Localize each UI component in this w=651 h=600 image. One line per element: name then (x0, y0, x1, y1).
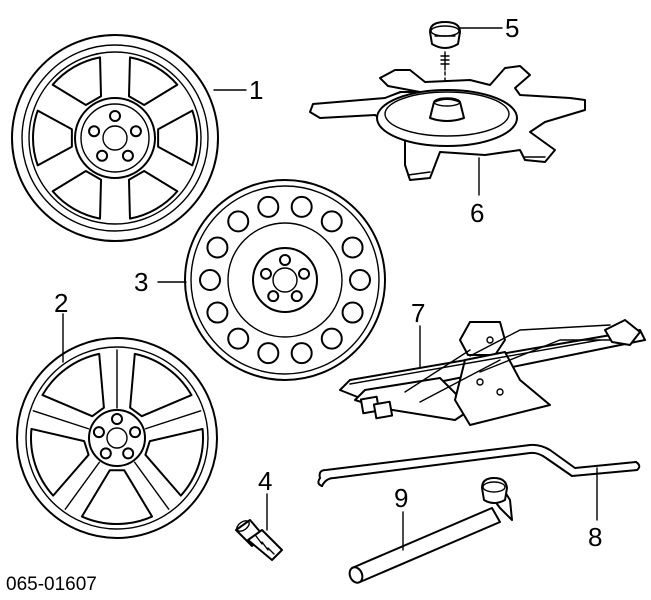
tire-carrier-part-6 (309, 65, 586, 181)
valve-stem-part-4 (235, 519, 283, 561)
alloy-wheel-part-1 (11, 34, 219, 242)
spoke-groove (64, 461, 101, 510)
spoke-groove (32, 410, 90, 430)
callout-1: 1 (249, 75, 263, 105)
lug-hole (109, 110, 121, 122)
wheel-window (51, 169, 103, 220)
wheel-window (129, 352, 193, 418)
wheel-window (51, 56, 103, 107)
vent-hole (290, 342, 313, 365)
lug-hole (267, 290, 280, 303)
callout-7: 7 (411, 298, 425, 328)
hold-down-knob-part-5 (429, 21, 461, 96)
diagram-code: 065-01607 (6, 574, 97, 595)
callout-4: 4 (258, 466, 272, 496)
lug-hole (121, 149, 134, 162)
lug-hole (99, 447, 112, 460)
lug-hole (92, 426, 105, 439)
lug-hole (96, 149, 109, 162)
wheel-window (80, 469, 154, 525)
steel-spare-wheel-part-3 (184, 179, 386, 381)
callout-9: 9 (394, 483, 408, 513)
wheel-window (127, 169, 179, 220)
spoke-groove (133, 461, 170, 510)
lug-hole (298, 267, 311, 280)
callout-6: 6 (470, 198, 484, 228)
wheel-window (30, 427, 90, 497)
vent-hole (349, 269, 371, 291)
lug-hole (129, 426, 142, 439)
wheel-window (41, 352, 105, 418)
jack-handle-part-8 (317, 443, 641, 487)
spoke-groove (144, 410, 202, 430)
wheel-window (157, 109, 198, 167)
scissor-jack-part-7 (339, 319, 646, 426)
vent-hole (199, 269, 221, 291)
vent-hole (257, 195, 280, 218)
vent-hole (290, 195, 313, 218)
alloy-wheel-part-2 (16, 337, 218, 539)
lug-hole (88, 125, 101, 138)
vent-hole (341, 301, 364, 324)
callout-8: 8 (588, 522, 602, 552)
wheel-window (144, 427, 204, 497)
wheel-window (127, 56, 179, 107)
vent-hole (320, 327, 343, 350)
lug-hole (111, 413, 123, 425)
vent-hole (227, 210, 250, 233)
lug-wrench-part-9 (348, 477, 513, 584)
vent-hole (206, 236, 229, 259)
lug-hole (279, 254, 291, 266)
vent-hole (320, 210, 343, 233)
lug-hole (122, 447, 135, 460)
callout-labels: 1 2 3 4 5 6 7 8 9 (54, 13, 602, 552)
callout-2: 2 (54, 288, 68, 318)
vent-hole (341, 236, 364, 259)
vent-hole (257, 342, 280, 365)
lug-hole (259, 267, 272, 280)
callout-5: 5 (505, 13, 519, 43)
vent-hole (206, 301, 229, 324)
leader-lines (62, 27, 598, 551)
lug-hole (290, 290, 303, 303)
lug-hole (129, 125, 142, 138)
callout-3: 3 (134, 267, 148, 297)
wheel-window (32, 109, 73, 167)
vent-hole (227, 327, 250, 350)
